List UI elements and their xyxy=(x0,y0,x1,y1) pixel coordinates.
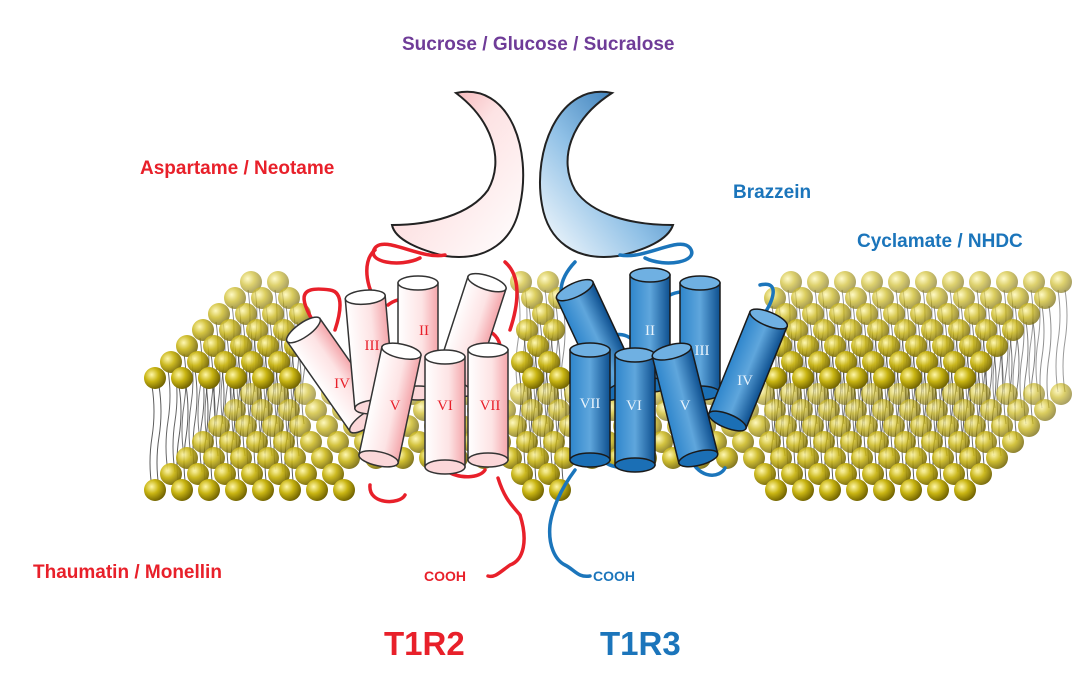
t1r3-helix-iv: IV xyxy=(737,373,753,389)
sugar-ligands-label: Sucrose / Glucose / Sucralose xyxy=(402,34,674,56)
aspartame-neotame-label: Aspartame / Neotame xyxy=(140,158,334,180)
brazzein-label: Brazzein xyxy=(733,182,811,204)
t1r2-receptor-label: T1R2 xyxy=(384,625,465,663)
t1r2-cooh-terminus: COOH xyxy=(424,568,466,584)
t1r2-helix-ii: II xyxy=(419,323,429,339)
thaumatin-monellin-label: Thaumatin / Monellin xyxy=(33,562,222,584)
t1r3-venus-flytrap-domain xyxy=(540,92,673,257)
t1r3-helix-iii: III xyxy=(695,343,710,359)
t1r3-helix-v: V xyxy=(680,398,691,414)
t1r2-helix-iii: III xyxy=(365,338,380,354)
cyclamate-nhdc-label: Cyclamate / NHDC xyxy=(857,231,1023,253)
t1r3-helix-ii: II xyxy=(645,323,655,339)
t1r3-helix-vii: VII xyxy=(580,396,601,412)
t1r3-receptor-label: T1R3 xyxy=(600,625,681,663)
t1r3-cooh-terminus: COOH xyxy=(593,568,635,584)
t1r2-helix-iv: IV xyxy=(334,376,350,392)
t1r2-helix-vi: VI xyxy=(437,398,453,414)
t1r2-venus-flytrap-domain xyxy=(392,92,523,257)
t1r3-helix-vi: VI xyxy=(626,398,642,414)
t1r2-helix-vii: VII xyxy=(480,398,501,414)
t1r2-helix-v: V xyxy=(390,398,401,414)
